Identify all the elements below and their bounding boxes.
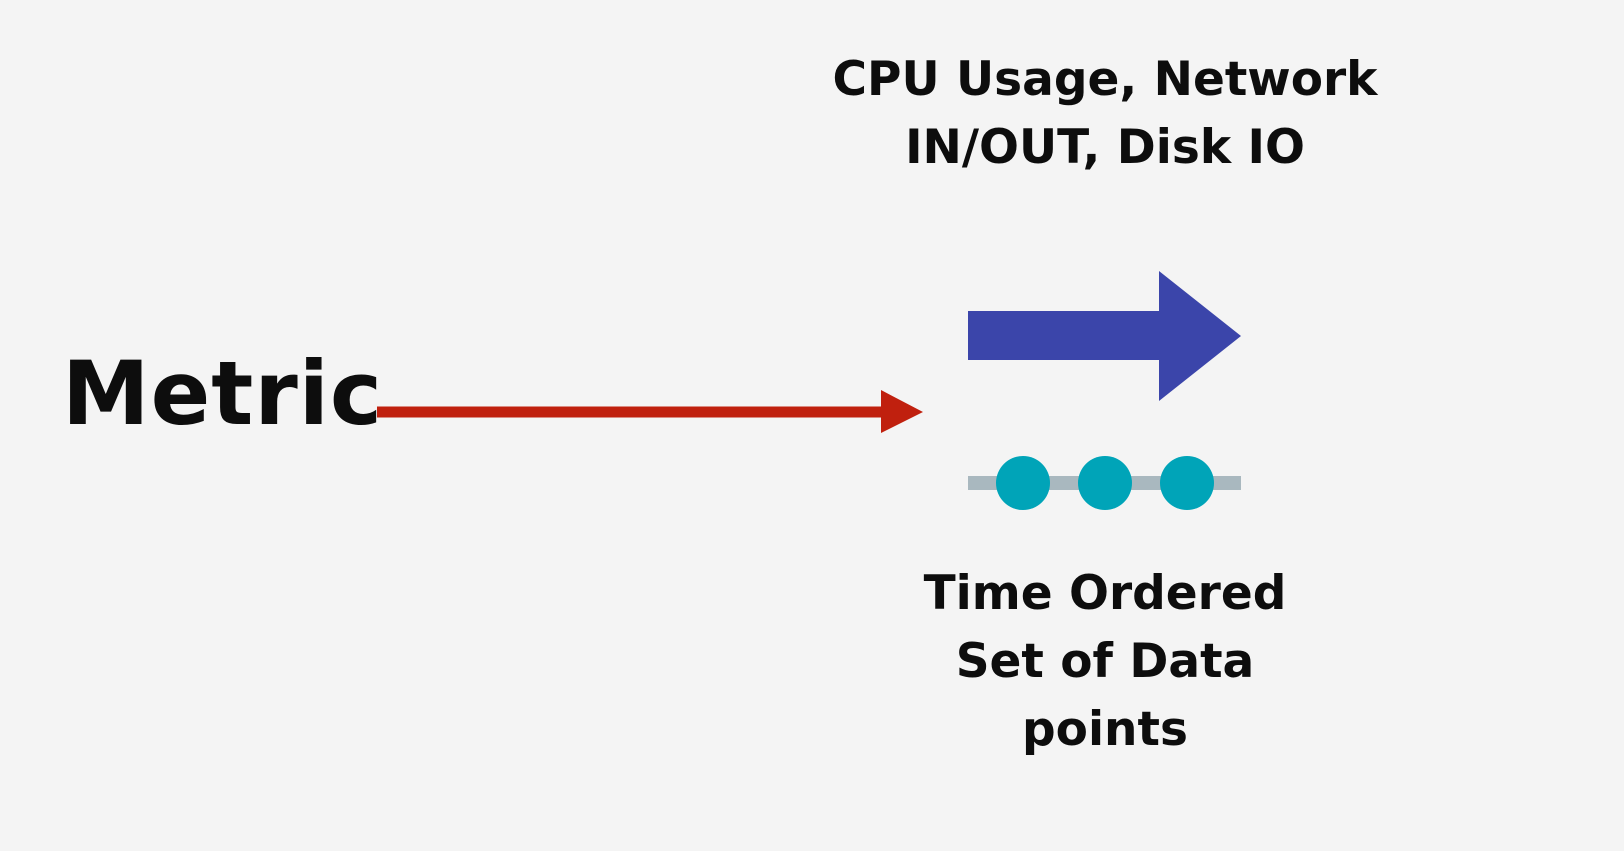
metric-examples-line: CPU Usage, Network: [832, 52, 1378, 107]
time-series-description: Time Ordered Set of Data points: [880, 560, 1330, 764]
blue-block-arrow: [968, 271, 1241, 401]
data-point: [996, 456, 1050, 510]
metric-examples-line: IN/OUT, Disk IO: [905, 120, 1305, 175]
time-series-line: points: [1022, 702, 1188, 757]
metric-examples-label: CPU Usage, Network IN/OUT, Disk IO: [830, 46, 1380, 182]
time-series-line: Time Ordered: [923, 566, 1287, 621]
time-series-line: Set of Data: [955, 634, 1255, 689]
time-series-timeline: [968, 456, 1241, 510]
metric-arrow: [377, 390, 923, 433]
data-point: [1160, 456, 1214, 510]
metric-arrow-head: [881, 390, 923, 433]
metric-label: Metric: [62, 342, 384, 445]
data-point: [1078, 456, 1132, 510]
